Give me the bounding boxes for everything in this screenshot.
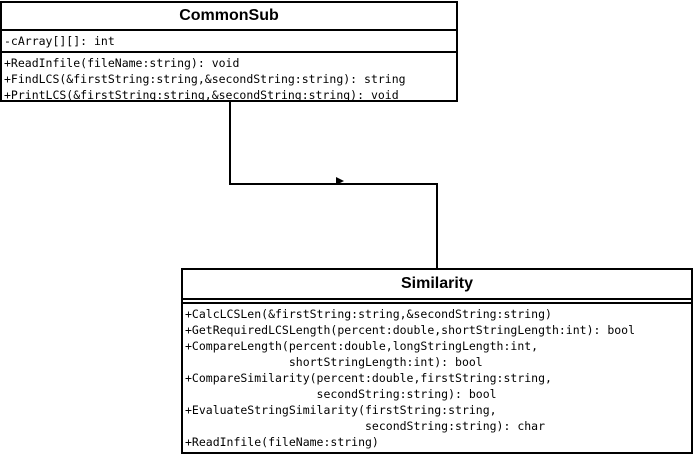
method: +FindLCS(&firstString:string,&secondStri… bbox=[4, 72, 406, 86]
commonsub-class[interactable]: CommonSub -cArray[][]: int +ReadInfile(f… bbox=[0, 1, 458, 102]
class-name: CommonSub bbox=[2, 3, 456, 31]
method: +CompareLength(percent:double,longString… bbox=[185, 339, 539, 353]
method: +ReadInfile(fileName:string) bbox=[185, 435, 379, 449]
method-continuation: secondString:string): char bbox=[185, 419, 546, 433]
method: +CompareSimilarity(percent:double,firstS… bbox=[185, 371, 552, 385]
method: +EvaluateStringSimilarity(firstString:st… bbox=[185, 403, 497, 417]
method: +ReadInfile(fileName:string): void bbox=[4, 56, 240, 70]
method: +CalcLCSLen(&firstString:string,&secondS… bbox=[185, 307, 552, 321]
attributes-section: -cArray[][]: int bbox=[2, 31, 456, 53]
connector-line bbox=[229, 102, 438, 268]
similarity-class[interactable]: Similarity +CalcLCSLen(&firstString:stri… bbox=[181, 268, 693, 454]
method: +PrintLCS(&firstString:string,&secondStr… bbox=[4, 88, 399, 102]
methods-section: +CalcLCSLen(&firstString:string,&secondS… bbox=[183, 304, 691, 452]
class-name: Similarity bbox=[183, 270, 691, 300]
arrowhead-icon bbox=[336, 177, 344, 185]
method-continuation: shortStringLength:int): bool bbox=[185, 355, 483, 369]
methods-section: +ReadInfile(fileName:string): void +Find… bbox=[2, 53, 456, 105]
attribute: -cArray[][]: int bbox=[4, 34, 115, 48]
method: +GetRequiredLCSLength(percent:double,sho… bbox=[185, 323, 636, 337]
method-continuation: secondString:string): bool bbox=[185, 387, 497, 401]
attributes-section bbox=[183, 300, 691, 304]
